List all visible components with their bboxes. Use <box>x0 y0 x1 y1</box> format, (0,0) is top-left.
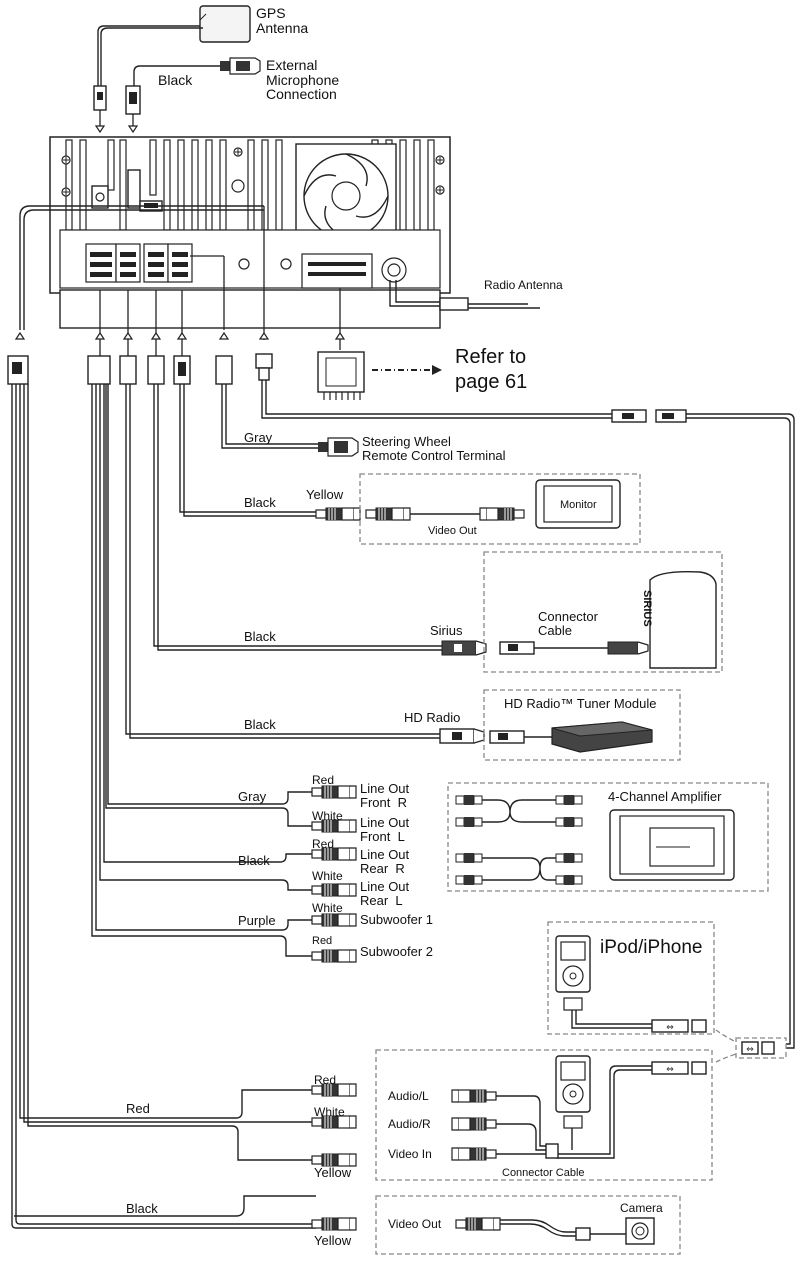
radio-antenna-label: Radio Antenna <box>484 278 563 292</box>
video-wire-color-label: Black <box>244 495 276 510</box>
line-out-rear-r-label: Line Out Rear R <box>360 847 410 876</box>
front-l-plug-color-label: White <box>312 809 343 823</box>
audio-r-label: Audio/R <box>388 1117 431 1131</box>
camera-icon <box>625 1217 655 1245</box>
rca-pair-cables <box>455 794 583 886</box>
hd-wire-color-label: Black <box>244 717 276 732</box>
camera-video-out-label: Video Out <box>388 1217 442 1231</box>
sirius-connector-cable-label: Connector Cable <box>538 609 598 638</box>
external-mic-label: External Microphone Connection <box>266 57 340 103</box>
head-unit <box>49 136 451 329</box>
amplifier-icon <box>609 809 735 881</box>
video-out-monitor-label: Video Out <box>428 525 477 537</box>
sub2-plug-color-label: Red <box>312 935 333 947</box>
av-yellow-plug-label: Yellow <box>314 1165 352 1180</box>
svg-text:⇔: ⇔ <box>666 1065 674 1075</box>
svg-text:⇔: ⇔ <box>746 1045 754 1055</box>
hd-radio-label: HD Radio <box>404 710 461 725</box>
four-channel-amplifier-label: 4-Channel Amplifier <box>608 789 722 804</box>
av-red-plug-label: Red <box>314 1073 337 1087</box>
gps-antenna-icon <box>199 5 251 43</box>
line-out-front-r-label: Line Out Front R <box>360 781 410 810</box>
lineout-rear-wire-color-label: Black <box>238 853 270 868</box>
line-out-rear-l-label: Line Out Rear L <box>360 879 410 908</box>
av-white-plug-label: White <box>314 1105 345 1119</box>
camera-plug-color-label: Yellow <box>314 1233 352 1248</box>
steering-wire-color-label: Gray <box>244 430 273 445</box>
sirius-tuner-icon <box>649 570 717 669</box>
gps-antenna-label: GPS Antenna <box>256 5 309 36</box>
front-r-plug-color-label: Red <box>312 773 335 787</box>
sirius-label: Sirius <box>430 623 463 638</box>
video-in-label: Video In <box>388 1147 432 1161</box>
hd-radio-module-icon <box>551 721 653 753</box>
audio-l-label: Audio/L <box>388 1089 429 1103</box>
lineout-front-wire-color-label: Gray <box>238 789 267 804</box>
subwoofer-2-label: Subwoofer 2 <box>360 944 433 959</box>
camera-label: Camera <box>620 1201 663 1215</box>
hd-radio-module-label: HD Radio™ Tuner Module <box>504 696 657 711</box>
line-out-front-l-label: Line Out Front L <box>360 815 410 844</box>
monitor-icon <box>535 479 621 529</box>
rear-l-plug-color-label: White <box>312 869 343 883</box>
av-wire-color-label: Red <box>126 1101 150 1116</box>
refer-to-page-label: Refer to page 61 <box>455 346 528 393</box>
ipod-iphone-label: iPod/iPhone <box>600 937 703 958</box>
microphone-plug-icon <box>220 57 261 75</box>
ipod-icon <box>555 935 591 1011</box>
monitor-label: Monitor <box>560 499 597 511</box>
svg-text:⇔: ⇔ <box>666 1023 674 1033</box>
mic-wire-color-label: Black <box>158 72 193 88</box>
main-harness-connector <box>317 351 365 400</box>
sirius-wire-color-label: Black <box>244 629 276 644</box>
sub1-plug-color-label: White <box>312 901 343 915</box>
rear-r-plug-color-label: Red <box>312 837 335 851</box>
ipod-av-icon <box>555 1055 591 1129</box>
sirius-logo-text: SIRIUS <box>641 590 653 627</box>
subwoofer-1-label: Subwoofer 1 <box>360 912 433 927</box>
steering-wheel-label: Steering Wheel Remote Control Terminal <box>362 434 506 463</box>
video-plug-color-label: Yellow <box>306 487 344 502</box>
connector-cable-label: Connector Cable <box>502 1167 585 1179</box>
sub-wire-color-label: Purple <box>238 913 276 928</box>
camera-wire-color-label: Black <box>126 1201 158 1216</box>
